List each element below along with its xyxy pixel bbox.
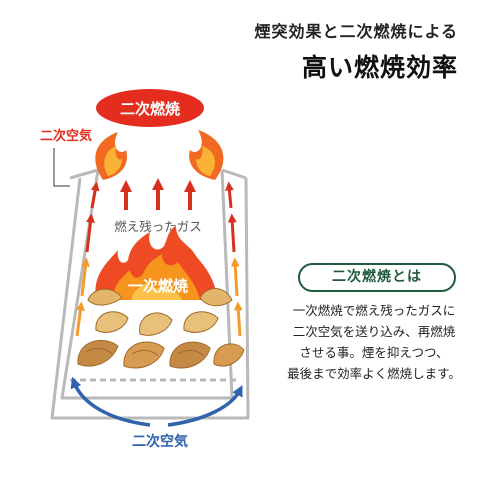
right-wall-arrows <box>224 181 243 337</box>
log-5 <box>183 311 219 333</box>
stove-inner-wall <box>60 169 234 400</box>
unburned-gas-label: 燃え残ったガス <box>114 219 202 234</box>
log-3 <box>95 311 129 333</box>
top-air-label: 二次空気 <box>40 128 92 144</box>
log-6 <box>77 339 119 367</box>
secondary-combustion-definition-badge: 二次燃焼とは <box>298 263 456 292</box>
header-title: 高い燃焼効率 <box>301 53 458 82</box>
description-line: 最後まで効率よく燃焼します。 <box>287 366 461 381</box>
right-arrow-1 <box>233 301 243 337</box>
left-arrow-4 <box>90 181 100 209</box>
left-arrow-1 <box>75 301 85 337</box>
stove-body <box>50 168 250 420</box>
primary-fire <box>95 226 218 300</box>
secondary-combustion-badge <box>96 89 204 127</box>
right-arrow-4 <box>224 181 234 209</box>
log-9 <box>213 343 245 367</box>
right-arrow-2 <box>230 257 240 297</box>
left-wall-arrows <box>75 181 100 337</box>
description-line: させる事。煙を抑えつつ、 <box>299 345 449 360</box>
header-subtitle: 煙突効果と二次燃焼による <box>254 22 458 41</box>
blue-arrow-right <box>167 384 243 427</box>
stove-left-rim <box>69 168 99 180</box>
left-arrow-2 <box>80 257 90 297</box>
log-7 <box>123 341 165 369</box>
firewood <box>77 288 245 369</box>
bottom-air-label: 二次空気 <box>132 433 188 450</box>
primary-flame-inner <box>113 254 200 300</box>
log-1 <box>87 288 123 306</box>
description-line: 二次空気を送り込み、再燃焼 <box>292 324 456 339</box>
description-line: 一次燃焼で燃え残ったガスに <box>292 303 456 318</box>
right-arrow-3 <box>227 213 237 253</box>
top-air-leader <box>53 148 70 187</box>
fire-label: 一次燃焼 <box>128 277 188 295</box>
bottom-air-arrows <box>70 376 243 427</box>
secondary-flames <box>95 130 224 180</box>
blue-arrow-left <box>70 376 151 427</box>
secondary-combustion-description: 一次燃焼で燃え残ったガスに 二次空気を送り込み、再燃焼 させる事。煙を抑えつつ、… <box>278 300 470 384</box>
stove-outer-wall <box>50 177 250 420</box>
log-4 <box>139 312 173 336</box>
log-2 <box>199 288 233 307</box>
stove-right-rim <box>221 168 247 180</box>
log-8 <box>169 341 211 369</box>
rising-gas-arrows <box>120 178 196 210</box>
left-arrow-3 <box>85 213 95 253</box>
secondary-combustion-label: 二次燃焼 <box>120 100 180 118</box>
